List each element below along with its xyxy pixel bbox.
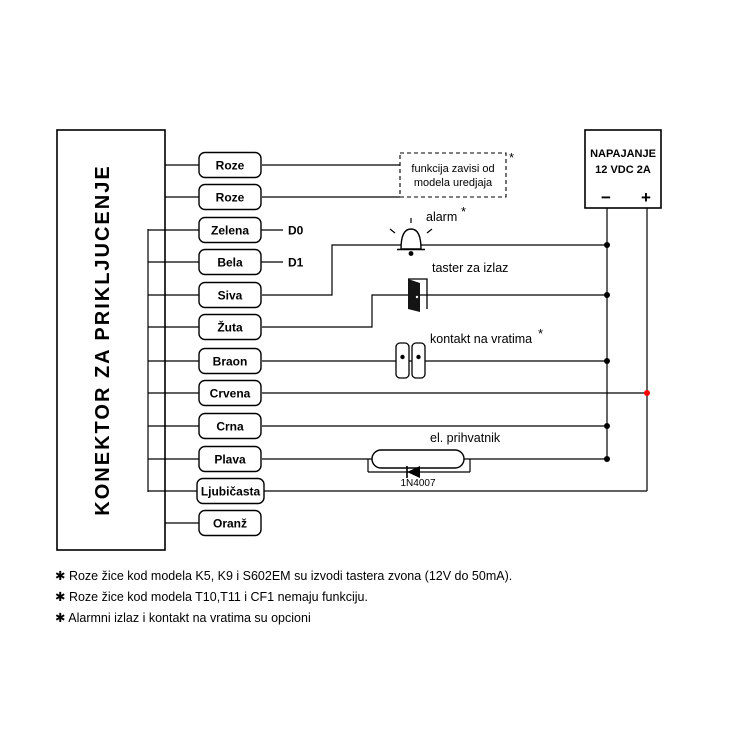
door-contact-label: kontakt na vratima bbox=[430, 332, 532, 346]
svg-text:funkcija zavisi od: funkcija zavisi od bbox=[411, 163, 494, 175]
wire-label-crna: Crna bbox=[198, 412, 262, 440]
door-contact-star: * bbox=[538, 326, 543, 341]
wire-labels: Roze Roze Zelena Bela Siva Žuta Braon C bbox=[196, 151, 265, 537]
wiring-lines bbox=[261, 164, 648, 492]
plus-terminal: + bbox=[641, 188, 651, 207]
connector-stub-lines bbox=[148, 164, 199, 524]
wire-label-oranz: Oranž bbox=[198, 509, 262, 537]
footnote-star: * bbox=[509, 150, 514, 165]
plus-junction-dot bbox=[644, 390, 650, 396]
bell-ring-marks bbox=[389, 218, 433, 234]
svg-text:Braon: Braon bbox=[213, 355, 248, 369]
tag-d1: D1 bbox=[288, 256, 304, 270]
power-rating: 12 VDC 2A bbox=[595, 164, 651, 176]
door-handle bbox=[415, 295, 419, 299]
connector-outline bbox=[56, 129, 166, 551]
footnotes: ✱ Roze žice kod modela K5, K9 i S602EM s… bbox=[55, 569, 512, 625]
wire-line-siva-alarm bbox=[262, 244, 607, 296]
svg-text:Bela: Bela bbox=[217, 256, 243, 270]
power-title: NAPAJANJE bbox=[590, 148, 656, 160]
svg-text:Oranž: Oranž bbox=[213, 517, 247, 531]
wire-label-bela: Bela bbox=[198, 248, 262, 276]
junction-dots bbox=[604, 242, 650, 462]
power-outline bbox=[584, 129, 662, 209]
svg-text:Roze: Roze bbox=[216, 191, 245, 205]
power-supply-box: NAPAJANJE 12 VDC 2A − + bbox=[584, 129, 662, 209]
wire-label-zuta: Žuta bbox=[198, 313, 262, 341]
tag-d0: D0 bbox=[288, 224, 304, 238]
wire-label-ljubicasta: Ljubičasta bbox=[196, 477, 265, 505]
svg-text:modela uredjaja: modela uredjaja bbox=[414, 177, 493, 189]
svg-text:Roze: Roze bbox=[216, 159, 245, 173]
svg-text:Siva: Siva bbox=[218, 289, 243, 303]
exit-button-door-icon bbox=[408, 278, 428, 312]
footnote-3: ✱ Alarmni izlaz i kontakt na vratima su … bbox=[55, 611, 311, 625]
function-note-box: funkcija zavisi od modela uredjaja * bbox=[399, 150, 514, 198]
wire-line-zuta-exit bbox=[262, 294, 607, 328]
svg-text:Crna: Crna bbox=[216, 420, 244, 434]
wire-label-roze-1: Roze bbox=[198, 151, 262, 179]
wire-label-crvena: Crvena bbox=[198, 379, 262, 407]
alarm-label: alarm bbox=[426, 210, 457, 224]
svg-text:Plava: Plava bbox=[214, 453, 246, 467]
diode-symbol bbox=[406, 466, 420, 478]
magnetic-contact-icon bbox=[395, 342, 426, 379]
wire-label-siva: Siva bbox=[198, 281, 262, 309]
minus-terminal: − bbox=[601, 188, 611, 207]
diode-part-number: 1N4007 bbox=[400, 478, 435, 489]
svg-text:Ljubičasta: Ljubičasta bbox=[201, 485, 261, 499]
footnote-2: ✱ Roze žice kod modela T10,T11 i CF1 nem… bbox=[55, 590, 368, 604]
exit-button-label: taster za izlaz bbox=[432, 261, 508, 275]
electric-strike-icon bbox=[371, 449, 465, 469]
connector-block: KONEKTOR ZA PRIKLJUCENJE bbox=[56, 129, 166, 551]
connector-title: KONEKTOR ZA PRIKLJUCENJE bbox=[92, 164, 114, 515]
wire-label-plava: Plava bbox=[198, 445, 262, 473]
alarm-bell-icon bbox=[389, 218, 433, 256]
dashed-outline bbox=[399, 152, 507, 198]
svg-text:Crvena: Crvena bbox=[210, 387, 251, 401]
footnote-1: ✱ Roze žice kod modela K5, K9 i S602EM s… bbox=[55, 569, 512, 583]
svg-text:Zelena: Zelena bbox=[211, 224, 249, 238]
wire-label-braon: Braon bbox=[198, 347, 262, 375]
strike-label: el. prihvatnik bbox=[430, 431, 501, 445]
alarm-star: * bbox=[461, 204, 466, 219]
wire-label-roze-2: Roze bbox=[198, 183, 262, 211]
wire-label-zelena: Zelena bbox=[198, 216, 262, 244]
svg-text:Žuta: Žuta bbox=[217, 320, 243, 335]
